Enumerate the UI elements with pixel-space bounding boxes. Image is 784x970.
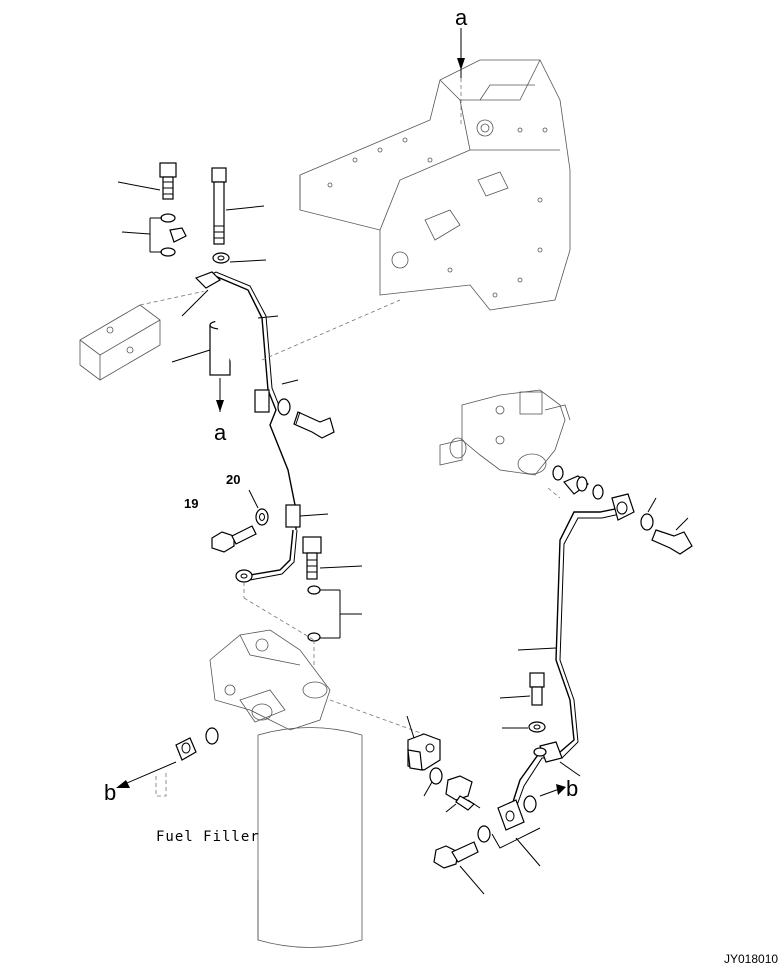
bolt-top-left [159,162,177,200]
bolt-lower-mid [445,775,481,811]
bolt-middle [277,398,335,439]
arrow-b-left [116,761,177,797]
leader-lines [117,181,689,895]
bolt-lower-right [302,536,322,642]
callout-20: 20 [226,472,241,487]
arrow-a-top [457,28,465,125]
pipe-lower [235,529,298,583]
bracket [407,733,443,785]
fuel-filler-caption: Fuel Filler [156,829,260,845]
fuel-filter [175,629,441,948]
bolt-right-top [640,513,693,555]
arrow-b-right [539,784,566,797]
bolt-right-mid [528,672,547,757]
bolt-19 [211,508,269,553]
fitting-right [547,465,604,500]
figure-code: JY018010 [724,952,779,966]
callout-a-mid: a [214,420,227,445]
callout-b-right: b [566,776,579,801]
solenoid-small [79,289,211,381]
valve-right [439,389,571,476]
callout-a-top: a [455,5,468,30]
dash-lines-mid [243,582,315,668]
callout-19: 19 [184,496,199,511]
bolt-long [211,167,227,245]
pipe-upper [194,271,401,530]
bolt-bottom [433,795,537,869]
callout-b-left: b [104,780,117,805]
valve-block [299,59,571,311]
